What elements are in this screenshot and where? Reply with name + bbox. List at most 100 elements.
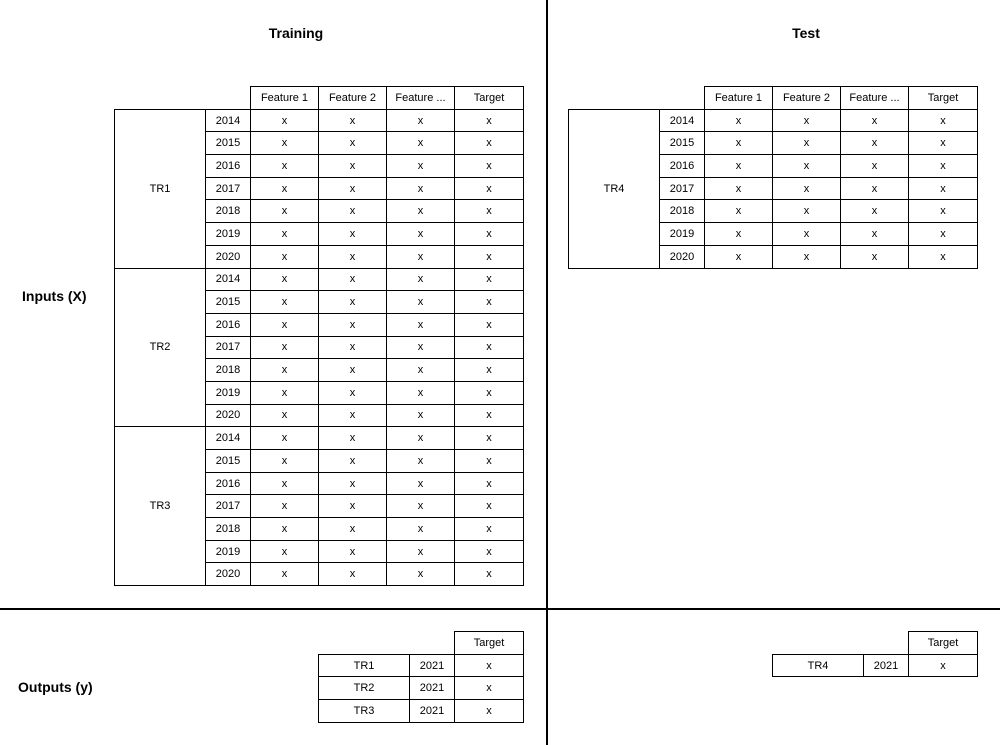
year-cell: 2014 (205, 426, 251, 450)
test-title: Test (792, 25, 820, 41)
horizontal-divider-right (548, 608, 1000, 610)
blank-cell (206, 87, 251, 110)
value-cell: x (250, 154, 319, 178)
year-cell: 2018 (205, 358, 251, 382)
value-cell: x (908, 154, 978, 178)
value-cell: x (318, 335, 387, 360)
value-cell: x (908, 653, 978, 678)
value-cell: x (318, 222, 387, 246)
value-cell: x (454, 449, 524, 473)
value-cell: x (386, 426, 455, 450)
blank-cell (115, 87, 206, 110)
value-cell: x (318, 244, 387, 269)
value-cell: x (908, 176, 978, 201)
year-cell: 2021 (409, 676, 455, 701)
value-cell: x (386, 154, 455, 178)
value-cell: x (908, 108, 978, 133)
value-cell: x (318, 290, 387, 314)
column-header: Target (454, 86, 524, 110)
column-header: Feature ... (840, 86, 909, 110)
value-cell: x (250, 176, 319, 201)
value-cell: x (454, 222, 524, 246)
value-cell: x (454, 176, 524, 201)
value-cell: x (386, 517, 455, 541)
value-cell: x (386, 539, 455, 564)
value-cell: x (318, 403, 387, 428)
value-cell: x (772, 244, 841, 269)
blank-cell (569, 87, 660, 110)
value-cell: x (250, 471, 319, 496)
value-cell: x (704, 244, 773, 269)
value-cell: x (454, 312, 524, 337)
column-header: Feature ... (386, 86, 455, 110)
year-cell: 2017 (205, 176, 251, 201)
year-cell: 2014 (659, 108, 705, 133)
value-cell: x (386, 562, 455, 587)
year-cell: 2017 (205, 494, 251, 519)
group-label: TR1 (318, 653, 410, 678)
value-cell: x (704, 108, 773, 133)
column-header: Feature 1 (704, 86, 773, 110)
value-cell: x (250, 449, 319, 473)
value-cell: x (840, 131, 909, 156)
value-cell: x (772, 222, 841, 246)
training-title: Training (268, 25, 324, 41)
value-cell: x (318, 494, 387, 519)
column-header: Target (454, 631, 524, 655)
value-cell: x (250, 517, 319, 541)
year-cell: 2020 (659, 244, 705, 269)
value-cell: x (454, 403, 524, 428)
year-cell: 2015 (205, 449, 251, 473)
blank-cell (773, 632, 864, 655)
value-cell: x (454, 517, 524, 541)
year-cell: 2017 (205, 335, 251, 360)
value-cell: x (386, 199, 455, 224)
value-cell: x (318, 154, 387, 178)
value-cell: x (454, 562, 524, 587)
group-label: TR3 (114, 426, 206, 587)
value-cell: x (250, 199, 319, 224)
value-cell: x (386, 290, 455, 314)
value-cell: x (318, 471, 387, 496)
value-cell: x (250, 380, 319, 405)
value-cell: x (250, 335, 319, 360)
year-cell: 2021 (409, 699, 455, 723)
value-cell: x (772, 108, 841, 133)
value-cell: x (318, 426, 387, 450)
value-cell: x (454, 426, 524, 450)
value-cell: x (454, 676, 524, 701)
value-cell: x (454, 131, 524, 156)
value-cell: x (454, 154, 524, 178)
value-cell: x (454, 199, 524, 224)
value-cell: x (772, 199, 841, 224)
year-cell: 2019 (659, 222, 705, 246)
value-cell: x (454, 471, 524, 496)
value-cell: x (318, 312, 387, 337)
blank-cell (319, 632, 410, 655)
horizontal-divider-left (0, 608, 546, 610)
group-label: TR4 (568, 108, 660, 269)
year-cell: 2016 (205, 471, 251, 496)
value-cell: x (454, 244, 524, 269)
year-cell: 2020 (205, 403, 251, 428)
value-cell: x (772, 176, 841, 201)
value-cell: x (386, 471, 455, 496)
value-cell: x (704, 222, 773, 246)
column-header: Target (908, 631, 978, 655)
value-cell: x (772, 131, 841, 156)
value-cell: x (840, 176, 909, 201)
value-cell: x (386, 176, 455, 201)
group-label: TR4 (772, 653, 864, 678)
value-cell: x (386, 222, 455, 246)
year-cell: 2016 (659, 154, 705, 178)
value-cell: x (908, 131, 978, 156)
